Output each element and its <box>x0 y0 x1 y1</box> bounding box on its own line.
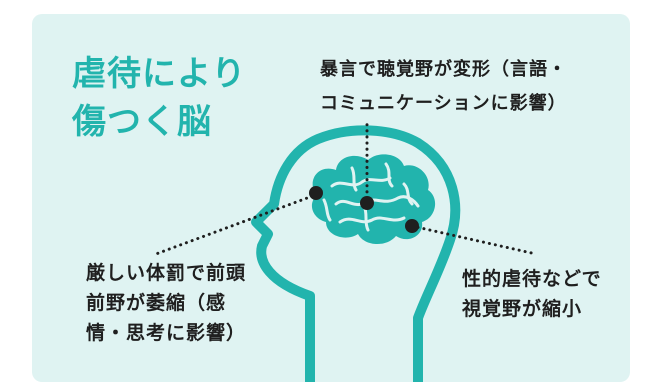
annotation-top-line-1: 暴言で聴覚野が変形（言語・ <box>320 59 567 80</box>
annotation-left-line-2: 前野が萎縮（感 <box>86 292 227 314</box>
brain-icon <box>311 154 436 245</box>
head-outline-icon <box>251 125 461 382</box>
leader-line-right <box>410 224 538 256</box>
annotation-top-line-2: コミュニケーションに影響） <box>320 93 567 114</box>
marker-dot-prefrontal <box>309 186 323 200</box>
annotation-left-line-1: 厳しい体罰で前頭 <box>86 262 247 284</box>
annotation-right-line-2: 視覚野が縮小 <box>462 298 583 320</box>
annotation-auditory-cortex: 暴言で聴覚野が変形（言語・ コミュニケーションに影響） <box>320 53 567 121</box>
diagram-title: 虐待により 傷つく脳 <box>72 50 246 146</box>
marker-dot-visual <box>405 219 419 233</box>
annotation-right-line-1: 性的虐待などで <box>462 268 602 290</box>
leader-line-left <box>154 192 320 256</box>
marker-dot-auditory <box>360 196 374 210</box>
annotation-left-line-3: 情・思考に影響） <box>86 322 247 344</box>
annotation-visual-cortex: 性的虐待などで 視覚野が縮小 <box>462 264 602 324</box>
title-line-1: 虐待により <box>72 54 247 94</box>
title-line-2: 傷つく脳 <box>72 102 212 142</box>
annotation-prefrontal-cortex: 厳しい体罰で前頭 前野が萎縮（感 情・思考に影響） <box>86 258 246 348</box>
